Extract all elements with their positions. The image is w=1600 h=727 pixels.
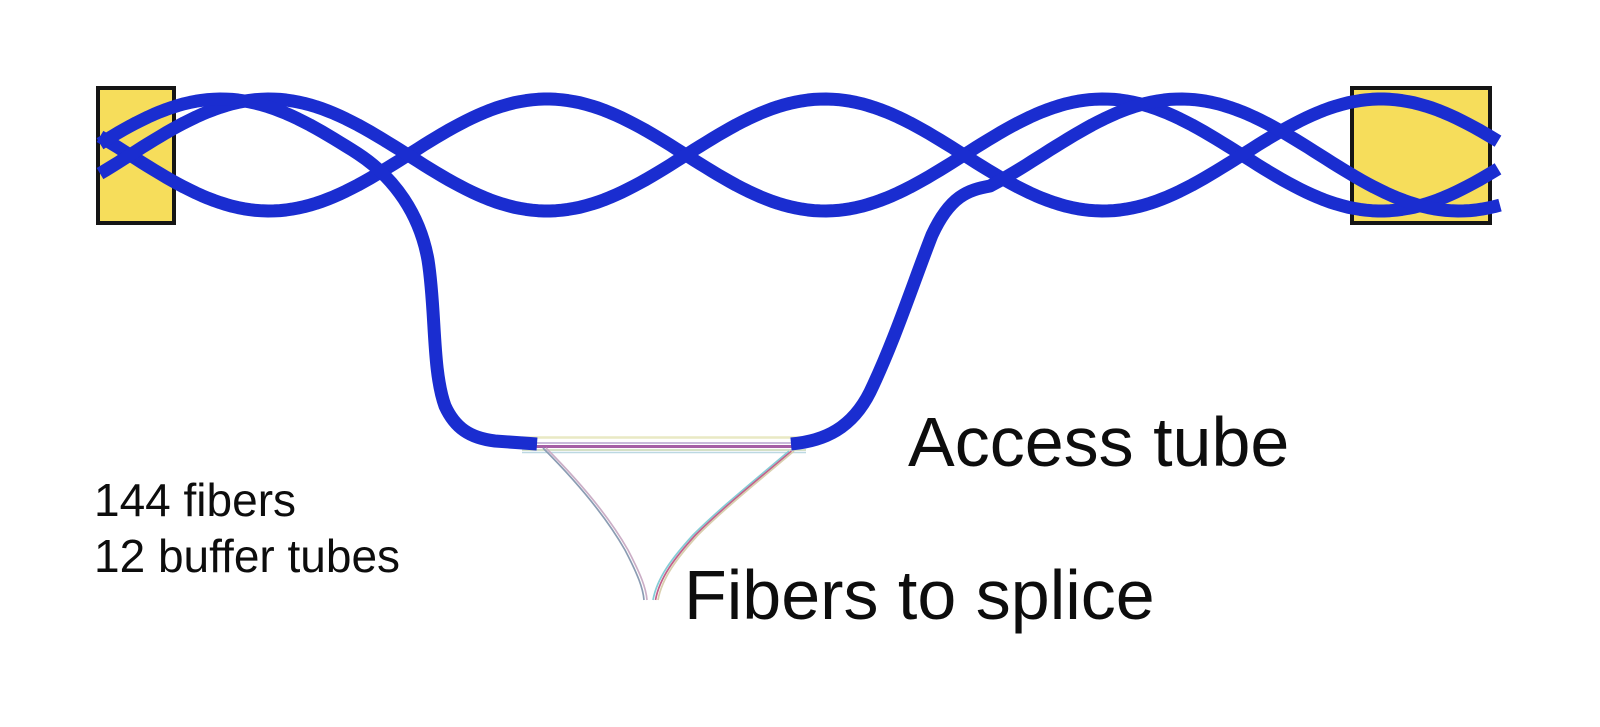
- fiber-droop-right: [652, 450, 795, 601]
- access-tube-left-path: [96, 92, 538, 451]
- access-tube-label: Access tube: [908, 403, 1290, 481]
- buffer-tube-strand-b: [96, 92, 1502, 218]
- buffer-tube-strand-a: [96, 92, 1502, 218]
- fiber-droop-left: [542, 447, 648, 601]
- access-tube-right-path: [790, 92, 1502, 451]
- splice-fiber: [654, 450, 793, 601]
- exposed-fiber-lines: [522, 436, 806, 454]
- splice-fiber: [545, 447, 648, 601]
- splice-fiber: [652, 450, 790, 601]
- buffer-tube-count-line: 12 buffer tubes: [94, 530, 401, 582]
- splice-fiber: [657, 450, 795, 601]
- fiber-count-line: 144 fibers: [94, 474, 297, 526]
- splice-fiber: [542, 447, 645, 601]
- fibers-to-splice-label: Fibers to splice: [684, 556, 1155, 634]
- fiber-count-label: 144 fibers 12 buffer tubes: [94, 472, 400, 584]
